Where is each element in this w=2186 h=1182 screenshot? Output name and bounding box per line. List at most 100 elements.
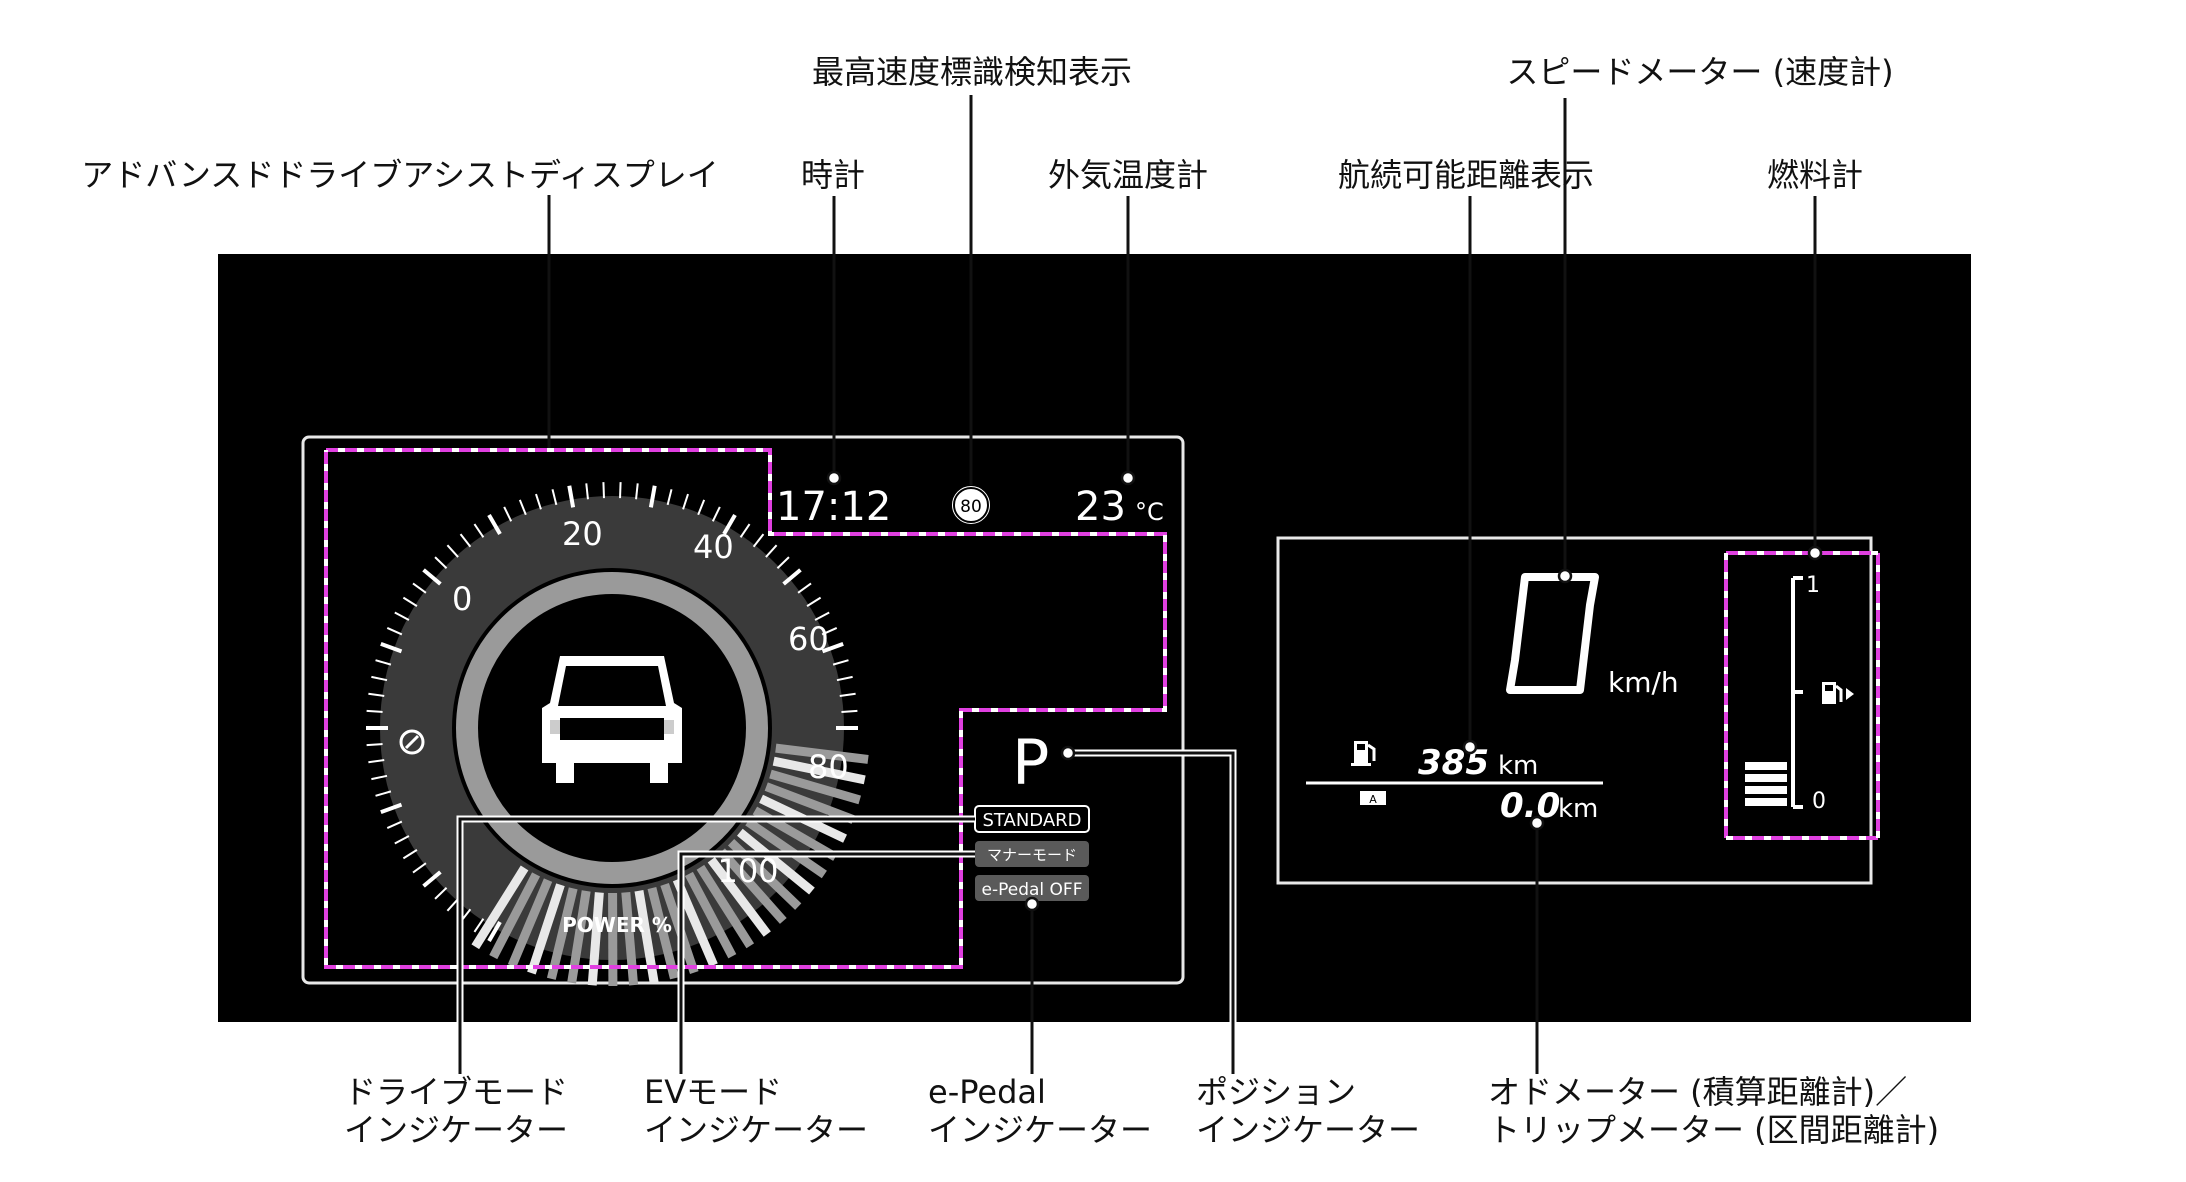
power-bar — [775, 743, 869, 764]
gauge-tick — [394, 835, 410, 845]
gear-indicator: P — [1012, 726, 1049, 799]
gauge-tick — [836, 675, 853, 682]
callout-odo-1: オドメーター (積算距離計)／ — [1488, 1073, 1908, 1111]
epedal-indicator: e-Pedal OFF — [975, 875, 1089, 901]
adas-highlight-white — [324, 448, 1167, 969]
callout-position-2: インジケーター — [1196, 1111, 1421, 1149]
gauge-tick — [434, 556, 448, 569]
callout-epedal-1: e-Pedal — [928, 1073, 1046, 1111]
power-bar — [507, 878, 553, 968]
gauge-tick — [602, 482, 605, 499]
callout-drive-mode-2: インジケーター — [344, 1111, 569, 1149]
fuel-empty-label: 0 — [1812, 789, 1826, 814]
power-bar — [587, 892, 604, 986]
gauge-tick — [473, 523, 485, 538]
gauge-tick — [366, 709, 383, 713]
gauge-tick — [635, 483, 639, 500]
callout-ev-1: EVモード — [644, 1073, 783, 1111]
callout-drive-mode-1: ドライブモード — [344, 1073, 569, 1111]
gauge-tick — [518, 499, 527, 516]
fuel-bar — [1745, 798, 1787, 806]
power-tick-label: 100 — [717, 852, 778, 890]
power-bar — [471, 865, 529, 950]
trip-label: A — [1369, 793, 1377, 806]
fuel-bar — [1745, 762, 1787, 770]
leader-position — [1068, 751, 1235, 1074]
callout-ev-2: インジケーター — [644, 1111, 869, 1149]
gauge-tick — [394, 611, 410, 621]
leader-lines — [456, 95, 1817, 1074]
gauge-tick — [821, 641, 844, 654]
leader-ev — [679, 852, 975, 1074]
inner-ring — [456, 572, 768, 884]
power-tick-label: 60 — [788, 620, 829, 658]
gauge-tick — [711, 506, 721, 522]
gauge-tick — [380, 802, 403, 815]
range-value: 385 — [1418, 743, 1489, 783]
gauge-tick — [459, 533, 472, 548]
power-bar — [647, 887, 679, 980]
gauge-ticks — [366, 482, 858, 943]
gauge-tick — [666, 489, 673, 506]
digital-speed: 0 — [1506, 573, 1599, 694]
callout-epedal-2: インジケーター — [928, 1111, 1153, 1149]
gauge-tick — [765, 544, 778, 558]
speed-limit-sign: 80 — [950, 484, 992, 526]
drive-mode-text: STANDARD — [982, 810, 1081, 831]
power-tick-label: 20 — [562, 515, 603, 553]
power-tick-label: 80 — [808, 748, 849, 786]
gauge-tick — [412, 582, 427, 594]
gauge-tick — [366, 743, 383, 747]
power-bar — [489, 872, 541, 960]
gauge-tick — [371, 774, 388, 781]
gauge-tick — [839, 692, 856, 697]
gauge-tick — [832, 659, 849, 666]
power-bar — [696, 864, 755, 949]
fuel-bar — [1745, 786, 1787, 794]
trip-value: 0.0 — [1500, 786, 1560, 826]
gauge-tick — [722, 513, 737, 536]
gauge-tick — [814, 611, 830, 621]
gauge-tick — [697, 499, 706, 516]
gauge-tick — [567, 485, 576, 508]
power-bar — [769, 769, 862, 805]
gauge-tick — [648, 485, 657, 508]
gauge-tick — [487, 513, 502, 536]
callout-temp: 外気温度計 — [1047, 156, 1209, 194]
speed-unit: km/h — [1608, 666, 1679, 699]
ev-mode-indicator: マナーモード — [975, 841, 1089, 867]
right-display-frame — [1276, 536, 1873, 885]
gauge-tick — [806, 596, 822, 607]
gauge-tick — [446, 898, 459, 912]
range-unit: km — [1498, 751, 1538, 781]
epedal-text: e-Pedal OFF — [982, 880, 1083, 900]
trip-label-box — [1360, 791, 1386, 805]
regen-icon — [399, 729, 425, 755]
gauge-tick — [380, 641, 403, 654]
callout-speedometer: スピードメーター (速度計) — [1506, 53, 1894, 91]
callout-fuel: 燃料計 — [1766, 156, 1864, 194]
gauge-tick — [446, 544, 459, 558]
power-bars — [471, 743, 869, 987]
callout-range: 航続可能距離表示 — [1337, 156, 1595, 194]
gauge-tick — [473, 918, 485, 933]
gauge-tick — [551, 489, 558, 506]
leader-dots — [826, 470, 1823, 912]
adas-highlight — [324, 448, 1167, 969]
fuel-level-bars — [1745, 762, 1787, 806]
power-bar — [527, 883, 565, 975]
temperature-readout: 23 — [1075, 484, 1126, 530]
gauge-tick — [841, 709, 858, 713]
gauge-tick — [776, 556, 790, 569]
power-label: POWER % — [562, 913, 672, 937]
power-tick-label: 0 — [452, 580, 472, 618]
gauge-tick — [821, 627, 838, 636]
callout-odo-2: トリップメーター (区間距離計) — [1488, 1111, 1940, 1149]
gauge-tick — [434, 887, 448, 900]
gauge-tick — [386, 627, 403, 636]
clock-readout: 17:12 — [776, 484, 891, 530]
gauge-tick — [371, 675, 388, 682]
callout-position-1: ポジション — [1196, 1073, 1357, 1111]
callout-speed-sign: 最高速度標識検知表示 — [811, 53, 1133, 91]
